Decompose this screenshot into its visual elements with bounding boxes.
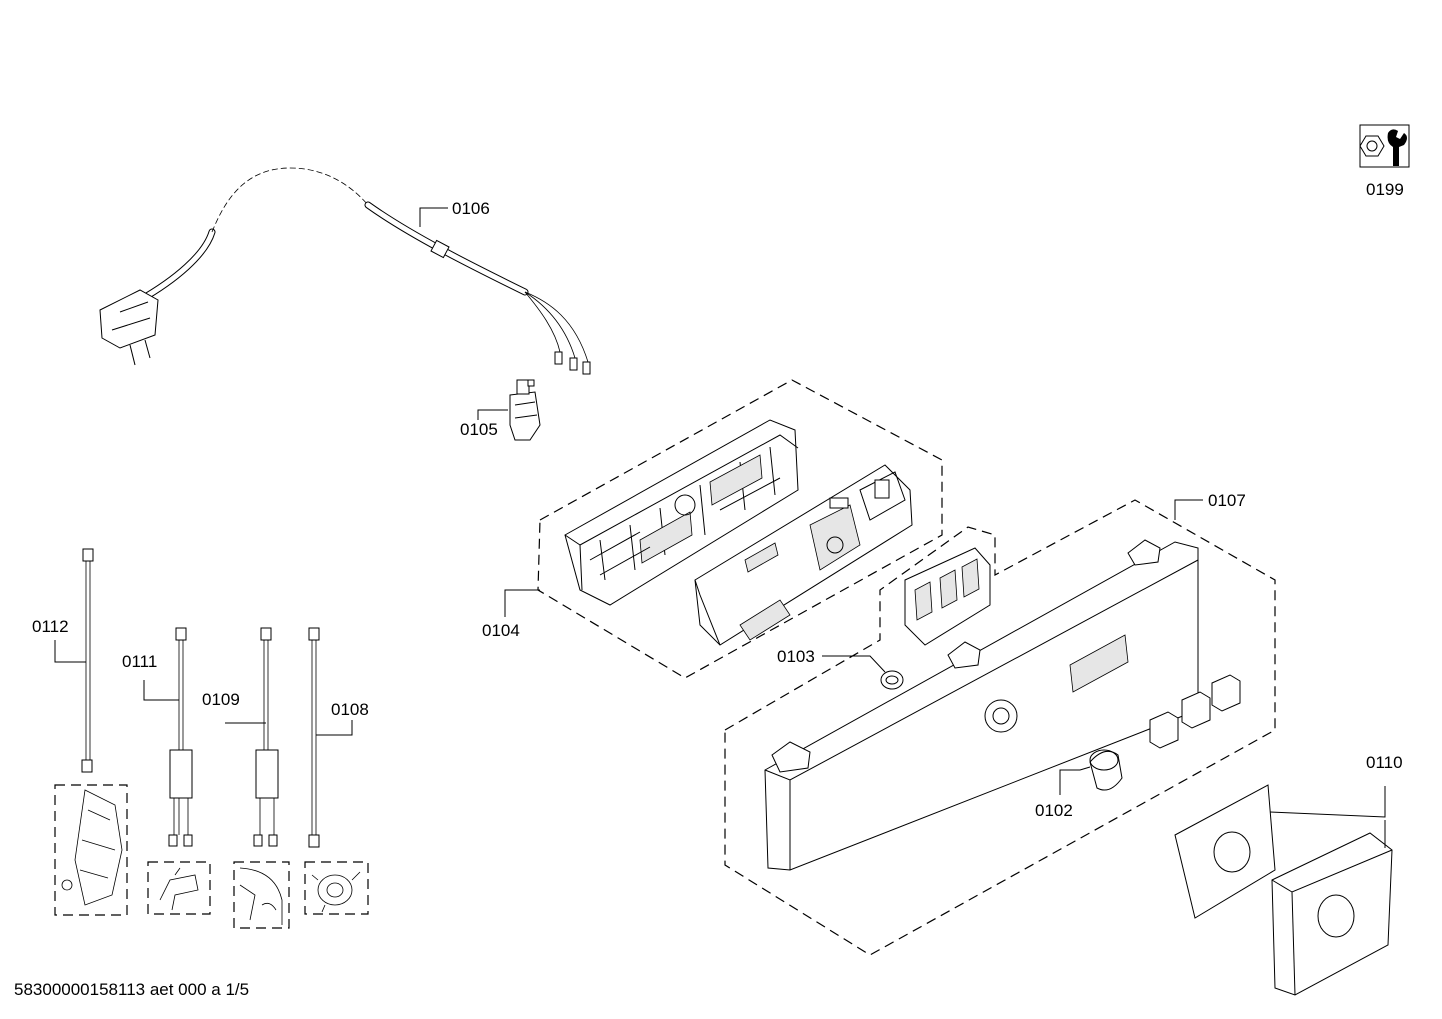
fascia-group-outline [724,499,1276,956]
programme-selector-knob[interactable] [1079,749,1123,791]
tool-kit-icon[interactable] [1359,124,1410,168]
part-label-0103: 0103 [777,647,815,666]
wire-harness-0112[interactable] [81,548,94,773]
push-buttons[interactable] [1149,674,1241,749]
part-label-0104: 0104 [482,621,520,640]
control-module-circuit-board[interactable] [694,464,913,646]
part-label-0111: 0111 [122,652,157,671]
wire-harness-0108[interactable] [308,627,320,848]
harness-0111-location-sketch [159,867,199,911]
cover-plate-rear[interactable] [1174,784,1276,919]
drawing-reference-footer: 58300000158113 aet 000 a 1/5 [14,980,250,999]
harness-0108-location-box [304,861,369,915]
part-label-0112: 0112 [32,617,69,636]
control-module-housing[interactable] [564,419,799,606]
strain-relief-clip[interactable] [509,379,541,441]
wire-harness-0111[interactable] [168,627,193,847]
wire-harness-0109[interactable] [253,627,279,847]
fascia-panel[interactable] [764,539,1199,871]
power-cable[interactable] [99,167,591,375]
harness-0112-location-sketch [61,789,123,906]
harness-0109-location-sketch [239,867,283,925]
part-label-0109: 0109 [202,690,240,709]
part-label-0199: 0199 [1366,180,1404,199]
harness-0111-location-box [147,861,211,915]
part-label-0105: 0105 [460,420,498,439]
small-switch-holder[interactable] [904,547,991,646]
part-label-0102: 0102 [1035,801,1073,820]
harness-0109-location-box [233,861,290,929]
part-label-0110: 0110 [1366,753,1403,772]
part-label-0108: 0108 [331,700,369,719]
harness-0108-location-sketch [311,871,361,913]
harness-0112-location-box [54,784,128,916]
indicator-lens[interactable] [880,670,904,690]
cover-plate-front[interactable] [1271,832,1393,996]
part-label-0106: 0106 [452,199,490,218]
part-label-0107: 0107 [1208,491,1246,510]
